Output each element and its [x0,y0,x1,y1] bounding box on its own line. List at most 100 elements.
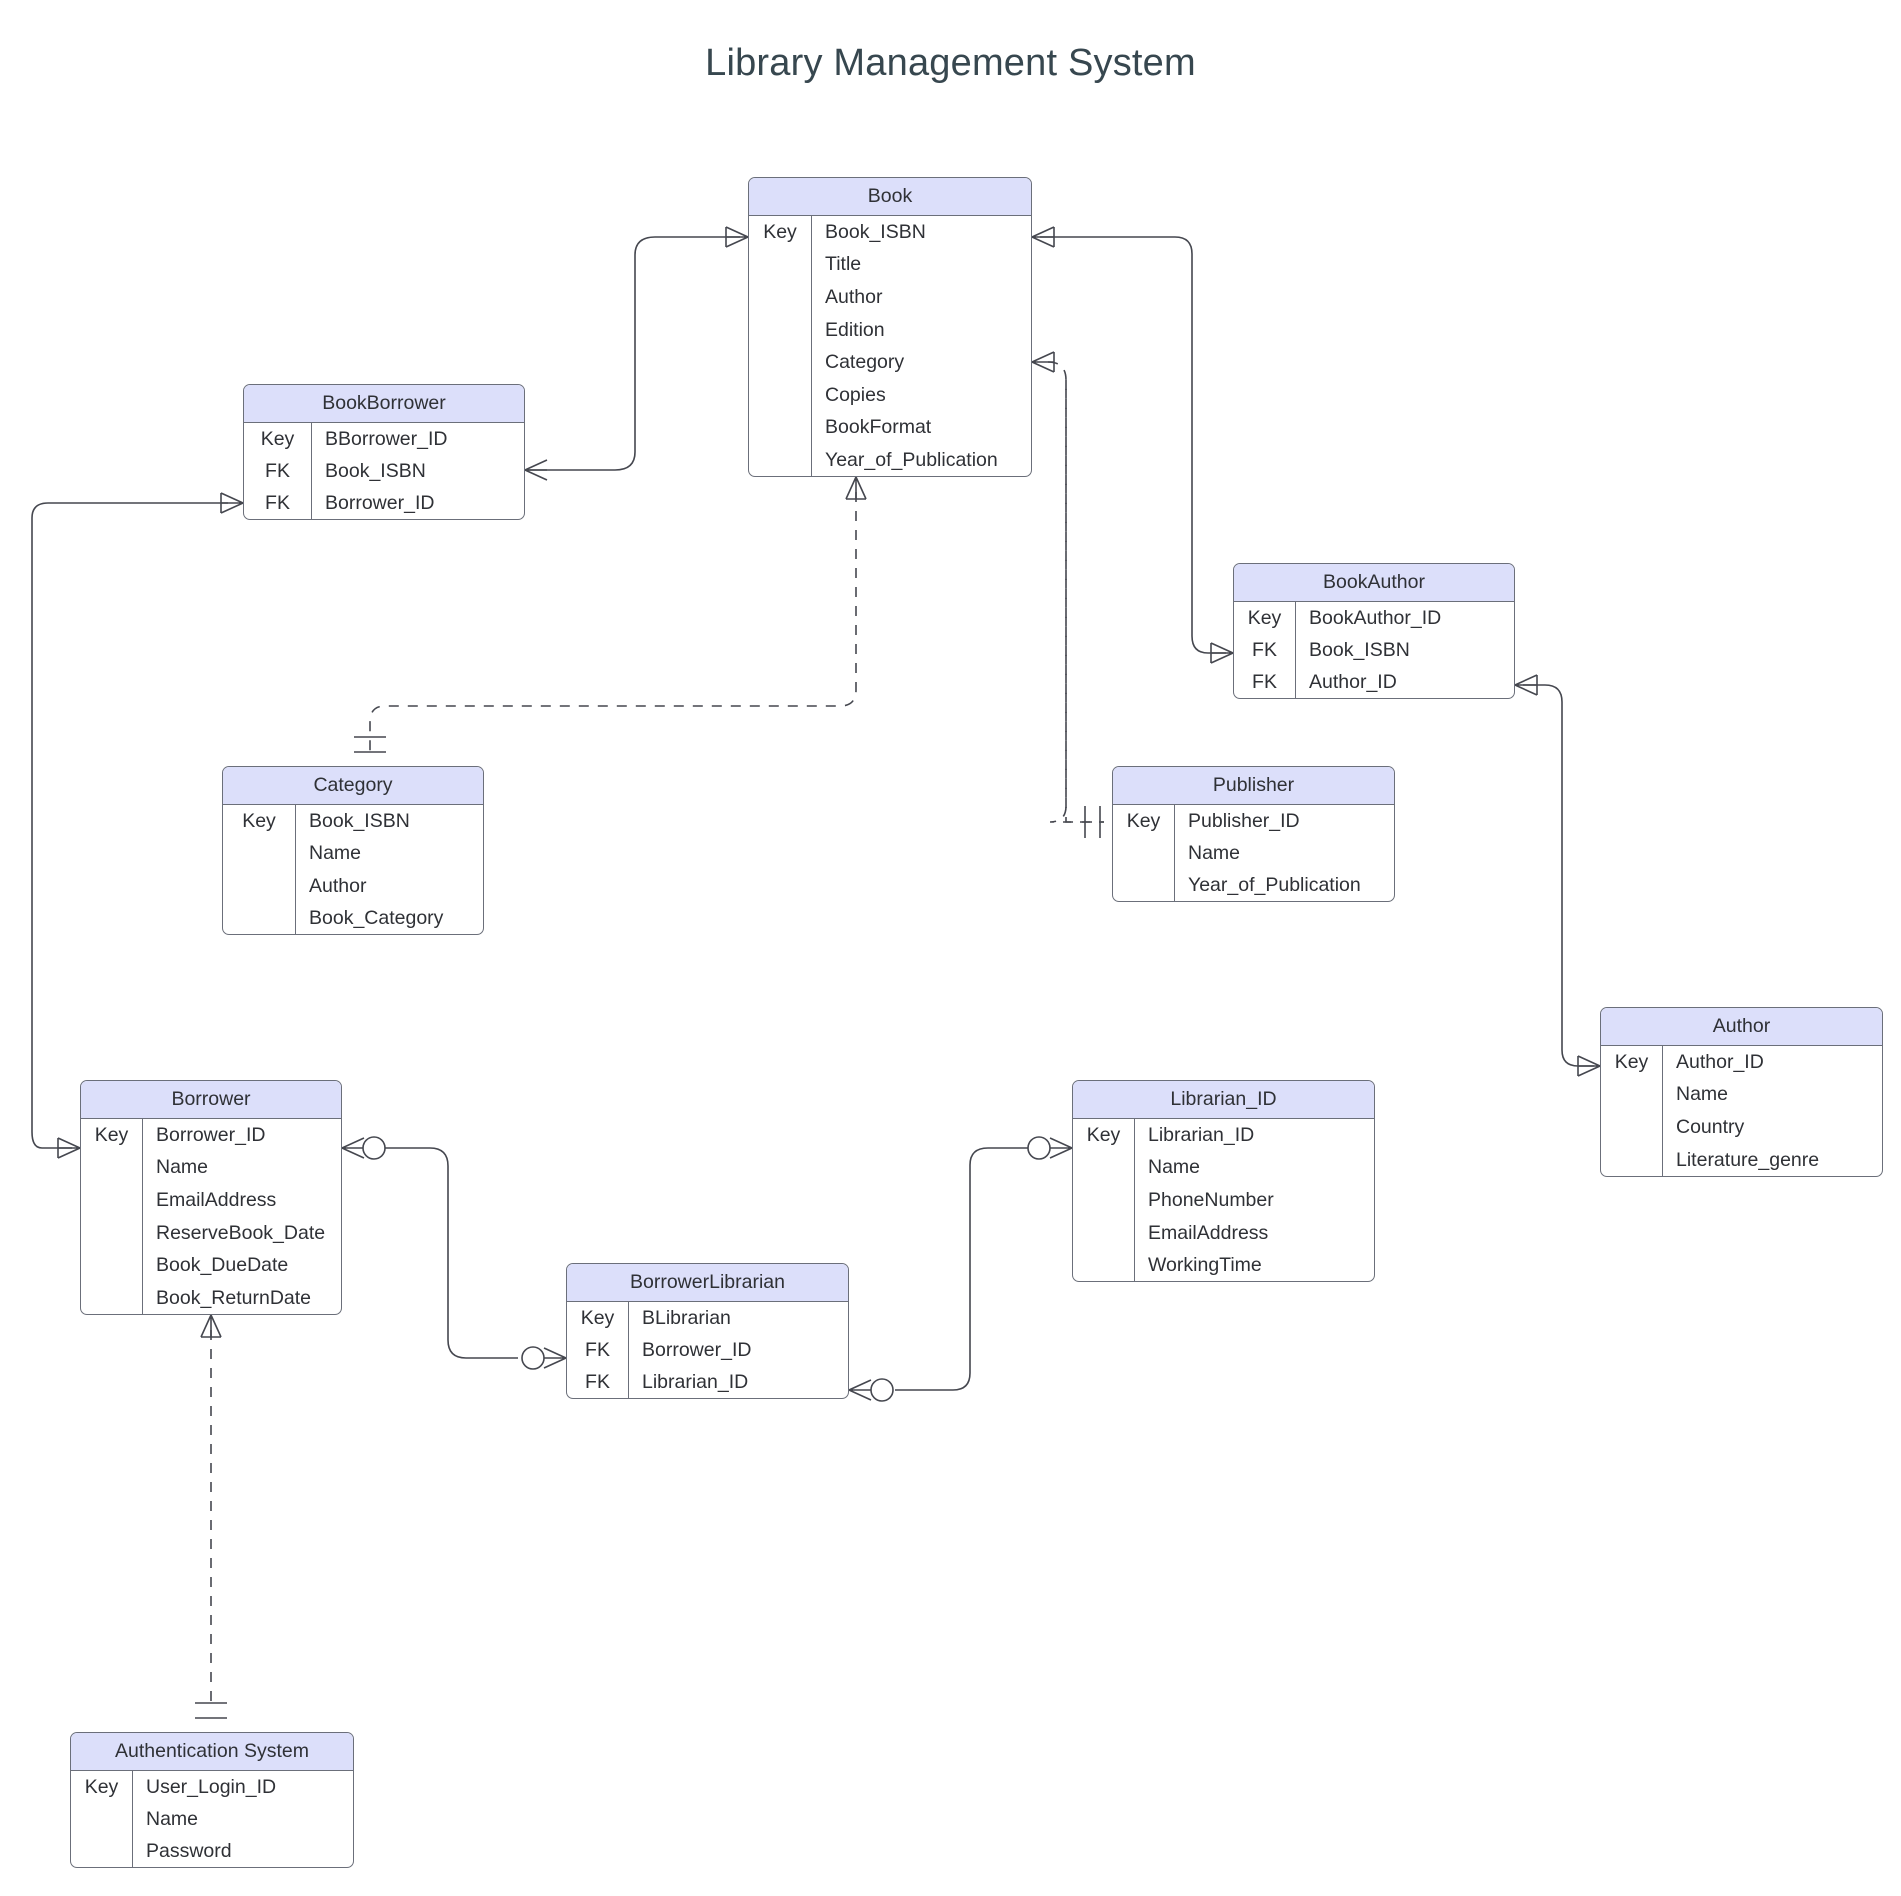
key-label [1073,1217,1134,1250]
entity-librarian-attr-column: Librarian_ID Name PhoneNumber EmailAddre… [1135,1119,1374,1281]
key-label: FK [1252,638,1277,661]
key-label [1073,1152,1134,1185]
attribute-row: Name [1188,841,1241,864]
attribute-row: Author_ID [1309,671,1397,694]
entity-bookauthor-title: BookAuthor [1234,564,1514,602]
key-label: Key [763,220,797,243]
attribute-row: ReserveBook_Date [156,1221,326,1244]
attribute-row: Name [156,1156,209,1179]
key-label: FK [1252,671,1277,694]
attribute-row: BLibrarian [642,1306,731,1329]
attribute-row: Book_ISBN [825,220,926,243]
attribute-row: Librarian_ID [1148,1123,1255,1146]
key-label: Key [1126,809,1161,832]
key-label [749,444,811,476]
entity-author[interactable]: Author Key Author_ID Name Country Litera… [1600,1007,1883,1177]
attribute-row: Author [309,874,367,897]
entity-author-key-column: Key [1601,1046,1663,1176]
key-label: FK [265,492,290,515]
entity-bookborrower[interactable]: BookBorrower Key FK FK BBorrower_ID Book… [243,384,525,520]
attribute-row: EmailAddress [156,1188,277,1211]
link-borrowerlibrarian-librarian [848,1136,1073,1402]
attribute-row: BookFormat [825,416,932,439]
attribute-row: Copies [825,383,886,406]
attribute-row: Borrower_ID [156,1123,266,1146]
link-borrower-bookborrower [31,492,244,1159]
entity-borrower-key-column: Key [81,1119,143,1314]
entity-librarian[interactable]: Librarian_ID Key Librarian_ID Name Phone… [1072,1080,1375,1282]
attribute-row: Year_of_Publication [1188,874,1361,897]
entity-authentication-system-title: Authentication System [71,1733,353,1771]
entity-bookborrower-attr-column: BBorrower_ID Book_ISBN Borrower_ID [312,423,524,519]
link-book-bookauthor [1031,226,1234,664]
key-label [749,346,811,379]
attribute-row: PhoneNumber [1148,1188,1274,1211]
attribute-row: Password [146,1840,232,1863]
attribute-row: EmailAddress [1148,1221,1269,1244]
attribute-row: Name [1148,1156,1201,1179]
entity-bookborrower-title: BookBorrower [244,385,524,423]
entity-borrowerlibrarian-attr-column: BLibrarian Borrower_ID Librarian_ID [629,1302,848,1398]
attribute-row: Book_ISBN [309,809,410,832]
entity-authentication-system[interactable]: Authentication System Key User_Login_ID … [70,1732,354,1868]
entity-category-key-column: Key [223,805,296,934]
link-bookauthor-author [1514,674,1601,1077]
link-borrower-borrowerlibrarian [341,1136,567,1370]
key-label [1073,1249,1134,1281]
entity-bookauthor-key-column: Key FK FK [1234,602,1296,698]
attribute-row: User_Login_ID [146,1775,277,1798]
attribute-row: Book_DueDate [156,1254,289,1277]
key-label: Key [580,1306,615,1329]
key-label [223,838,295,871]
page-title: Library Management System [705,42,1196,84]
link-borrower-authsystem [195,1314,227,1719]
attribute-row: Category [825,351,905,374]
attribute-row: Author_ID [1676,1050,1764,1073]
key-label [1113,870,1174,901]
attribute-row: Name [309,842,362,865]
attribute-row: BBorrower_ID [325,427,448,450]
key-label: Key [84,1775,119,1798]
entity-borrower-attr-column: Borrower_ID Name EmailAddress ReserveBoo… [143,1119,341,1314]
entity-book-key-column: Key [749,216,812,476]
attribute-row: Edition [825,318,885,341]
entity-book-attr-column: Book_ISBN Title Author Edition Category … [812,216,1031,476]
entity-borrowerlibrarian-key-column: Key FK FK [567,1302,629,1398]
attribute-row: Name [146,1807,199,1830]
attribute-row: Librarian_ID [642,1371,749,1394]
entity-category-attr-column: Book_ISBN Name Author Book_Category [296,805,483,934]
key-label: FK [585,1338,610,1361]
key-label [223,870,295,903]
entity-borrower[interactable]: Borrower Key Borrower_ID Name EmailAddre… [80,1080,342,1315]
key-label [81,1217,142,1250]
key-label [1601,1111,1662,1144]
entity-bookauthor-attr-column: BookAuthor_ID Book_ISBN Author_ID [1296,602,1514,698]
entity-category-title: Category [223,767,483,805]
entity-publisher-title: Publisher [1113,767,1394,805]
entity-bookauthor[interactable]: BookAuthor Key FK FK BookAuthor_ID Book_… [1233,563,1515,699]
link-book-publisher [1031,351,1104,838]
attribute-row: Borrower_ID [325,492,435,515]
entity-book[interactable]: Book Key Book_ISBN Title Author Edition … [748,177,1032,477]
attribute-row: Book_ISBN [1309,638,1410,661]
key-label [81,1184,142,1217]
attribute-row: Name [1676,1083,1729,1106]
attribute-row: Country [1676,1115,1745,1138]
key-label [749,314,811,347]
key-label [71,1803,132,1835]
entity-author-title: Author [1601,1008,1882,1046]
key-label: Key [1614,1050,1649,1073]
entity-category[interactable]: Category Key Book_ISBN Name Author Book_… [222,766,484,935]
entity-borrowerlibrarian[interactable]: BorrowerLibrarian Key FK FK BLibrarian B… [566,1263,849,1399]
entity-publisher[interactable]: Publisher Key Publisher_ID Name Year_of_… [1112,766,1395,902]
entity-borrowerlibrarian-title: BorrowerLibrarian [567,1264,848,1302]
entity-authentication-system-attr-column: User_Login_ID Name Password [133,1771,353,1867]
attribute-row: Borrower_ID [642,1338,752,1361]
key-label: Key [1086,1123,1121,1146]
key-label [81,1249,142,1282]
key-label: Key [1247,606,1282,629]
key-label [749,281,811,314]
key-label: Key [242,809,276,832]
attribute-row: WorkingTime [1148,1254,1262,1277]
